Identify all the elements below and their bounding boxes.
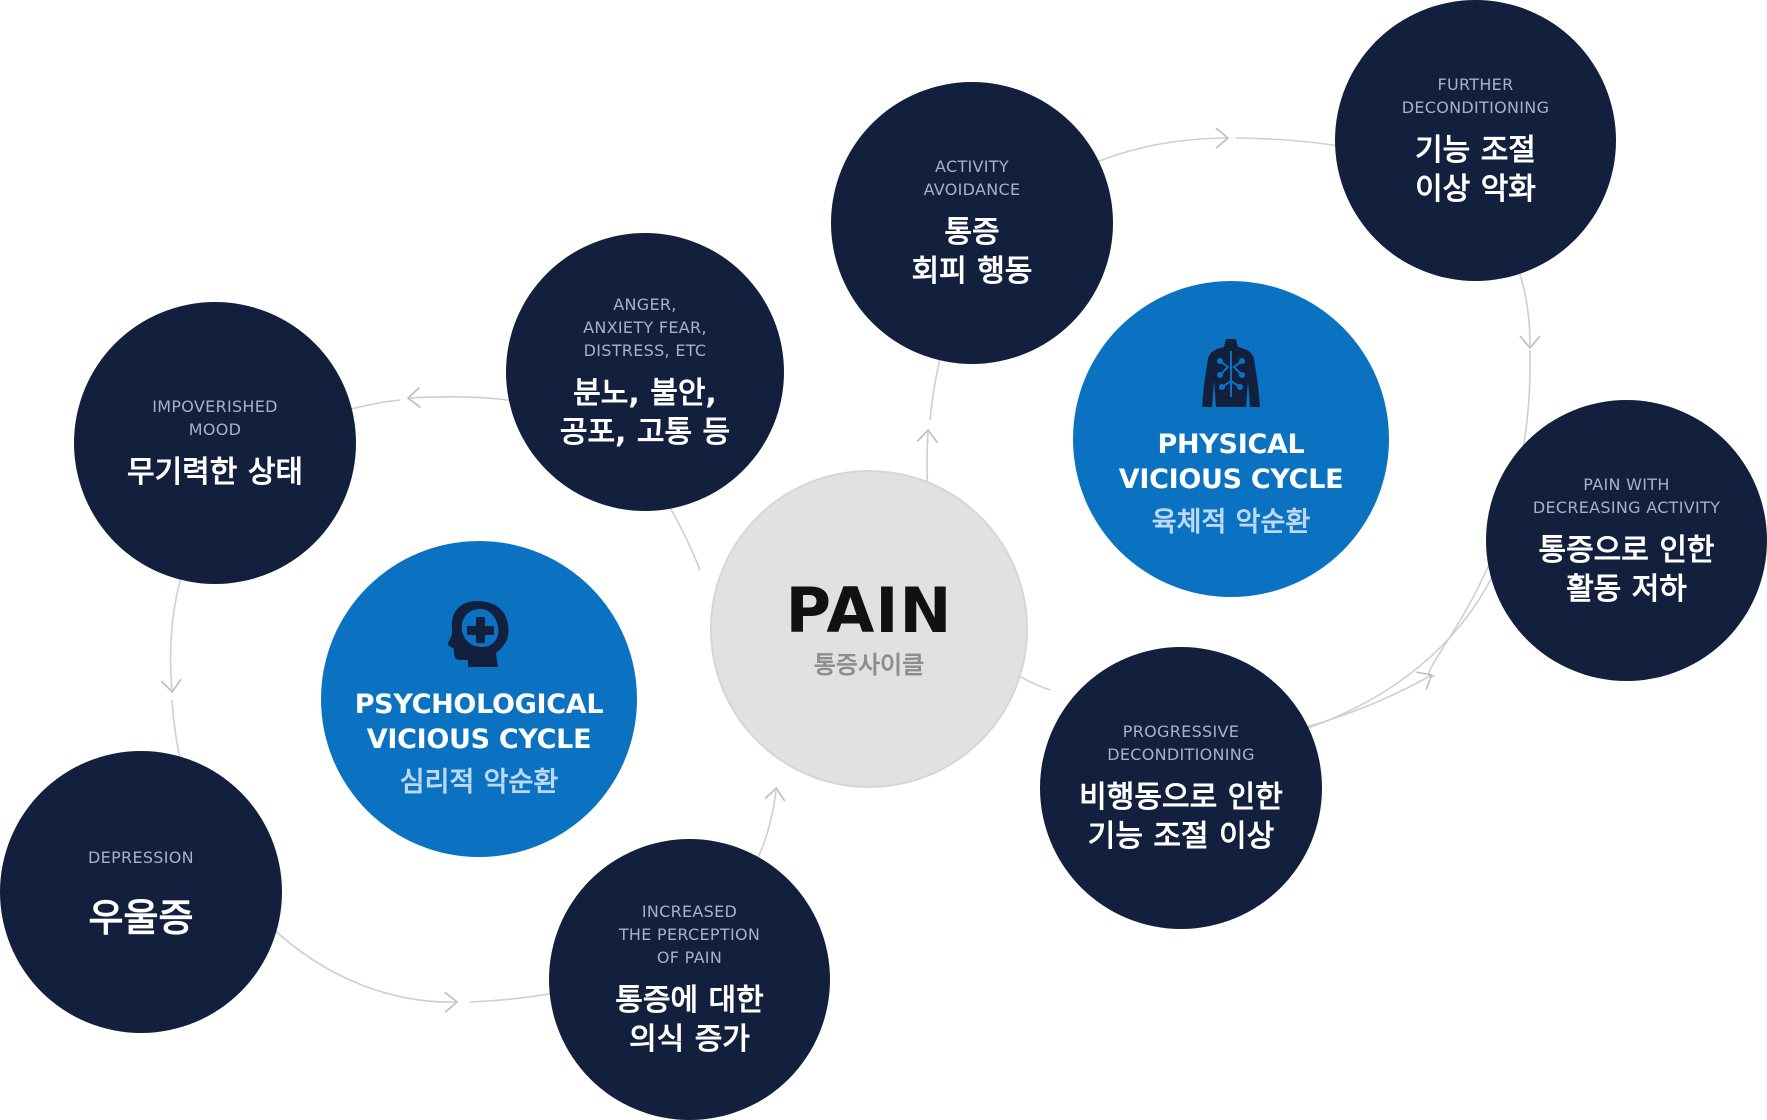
node-avoidance-ko: 통증 회피 행동 [911,215,1033,289]
node-depression-en: DEPRESSION [88,848,194,867]
node-further-ko: 기능 조절 이상 악화 [1415,132,1536,207]
node-depression: DEPRESSION 우울증 [0,751,282,1033]
node-decreasing-ko: 통증으로 인한 활동 저하 [1538,532,1715,607]
pain-subtitle: 통증사이클 [813,651,925,679]
node-perception-ko: 통증에 대한 의식 증가 [615,983,764,1057]
node-activity-avoidance: ACTIVITY AVOIDANCE 통증 회피 행동 [831,82,1113,364]
psychological-cycle-title: PSYCHOLOGICAL VICIOUS CYCLE [354,689,604,755]
node-impoverished-mood: IMPOVERISHED MOOD 무기력한 상태 [74,302,356,584]
node-anger-en: ANGER, ANXIETY FEAR, DISTRESS, ETC [583,294,707,360]
physical-cycle-subtitle: 육체적 악순환 [1151,507,1311,538]
node-avoidance-en: ACTIVITY AVOIDANCE [923,157,1021,199]
human-body-icon [1200,337,1262,413]
node-perception-en: INCREASED THE PERCEPTION OF PAIN [618,902,761,967]
psychological-cycle-subtitle: 심리적 악순환 [399,767,559,798]
node-progressive-en: PROGRESSIVE DECONDITIONING [1107,722,1255,764]
node-progressive-ko: 비행동으로 인한 기능 조절 이상 [1079,780,1283,854]
node-depression-ko: 우울증 [88,896,194,940]
head-with-plus-icon [444,597,514,673]
node-increased-perception: INCREASED THE PERCEPTION OF PAIN 통증에 대한 … [549,839,830,1120]
node-further-en: FURTHER DECONDITIONING [1401,74,1550,117]
node-decreasing-en: PAIN WITH DECREASING ACTIVITY [1532,474,1721,517]
node-mood-ko: 무기력한 상태 [126,454,304,490]
physical-cycle-circle: PHYSICAL VICIOUS CYCLE 육체적 악순환 [1073,281,1389,597]
pain-title: PAIN [785,574,953,647]
node-decreasing-activity: PAIN WITH DECREASING ACTIVITY 통증으로 인한 활동… [1486,400,1767,681]
node-anger: ANGER, ANXIETY FEAR, DISTRESS, ETC 분노, 불… [506,233,784,511]
node-further-deconditioning: FURTHER DECONDITIONING 기능 조절 이상 악화 [1335,0,1616,281]
pain-center-circle: PAIN 통증사이클 [710,470,1028,788]
node-progressive-deconditioning: PROGRESSIVE DECONDITIONING 비행동으로 인한 기능 조… [1040,647,1322,929]
node-mood-en: IMPOVERISHED MOOD [152,396,278,439]
physical-cycle-title: PHYSICAL VICIOUS CYCLE [1118,429,1344,495]
node-anger-ko: 분노, 불안, 공포, 고통 등 [559,375,731,450]
psychological-cycle-circle: PSYCHOLOGICAL VICIOUS CYCLE 심리적 악순환 [321,541,637,857]
